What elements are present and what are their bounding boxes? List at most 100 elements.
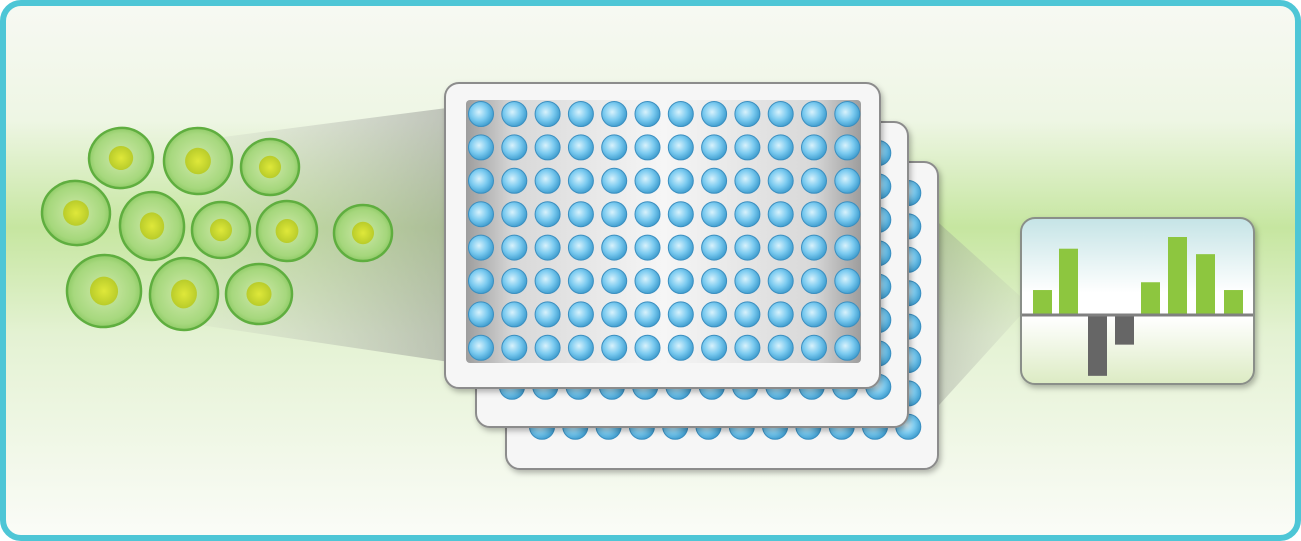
well-icon xyxy=(768,168,793,193)
positive-bar xyxy=(1141,282,1160,315)
well-icon xyxy=(502,168,527,193)
well-icon xyxy=(735,202,760,227)
well-icon xyxy=(568,302,593,327)
well-icon xyxy=(802,335,827,360)
well-icon xyxy=(635,168,660,193)
well-icon xyxy=(835,168,860,193)
well-icon xyxy=(835,135,860,160)
well-icon xyxy=(535,168,560,193)
positive-bar xyxy=(1196,254,1215,315)
well-icon xyxy=(568,269,593,294)
well-icon xyxy=(668,135,693,160)
well-icon xyxy=(635,202,660,227)
well-icon xyxy=(469,235,494,260)
well-icon xyxy=(668,235,693,260)
well-icon xyxy=(502,102,527,127)
well-icon xyxy=(735,302,760,327)
well-icon xyxy=(735,235,760,260)
negative-bar xyxy=(1088,315,1107,376)
well-icon xyxy=(535,102,560,127)
positive-bar xyxy=(1168,237,1187,315)
well-icon xyxy=(802,302,827,327)
nucleus-icon xyxy=(352,222,374,244)
well-icon xyxy=(602,135,627,160)
well-icon xyxy=(635,135,660,160)
well-icon xyxy=(768,135,793,160)
well-icon xyxy=(802,102,827,127)
well-icon xyxy=(768,102,793,127)
well-icon xyxy=(602,202,627,227)
well-icon xyxy=(735,335,760,360)
well-icon xyxy=(635,269,660,294)
well-icon xyxy=(802,135,827,160)
nucleus-icon xyxy=(259,156,281,178)
well-icon xyxy=(735,269,760,294)
well-icon xyxy=(668,202,693,227)
well-icon xyxy=(735,135,760,160)
well-icon xyxy=(469,135,494,160)
well-icon xyxy=(702,269,727,294)
well-icon xyxy=(469,335,494,360)
cell-icon xyxy=(192,202,250,258)
well-icon xyxy=(602,335,627,360)
well-icon xyxy=(835,335,860,360)
well-icon xyxy=(635,302,660,327)
well-icon xyxy=(635,335,660,360)
well-icon xyxy=(535,202,560,227)
well-icon xyxy=(702,135,727,160)
well-icon xyxy=(602,168,627,193)
positive-bar xyxy=(1033,290,1052,315)
well-icon xyxy=(568,168,593,193)
well-icon xyxy=(668,302,693,327)
well-icon xyxy=(835,302,860,327)
positive-bar xyxy=(1059,249,1078,315)
well-icon xyxy=(835,269,860,294)
well-icon xyxy=(668,102,693,127)
well-icon xyxy=(635,235,660,260)
well-icon xyxy=(568,235,593,260)
well-icon xyxy=(835,102,860,127)
well-icon xyxy=(668,168,693,193)
well-icon xyxy=(568,135,593,160)
well-icon xyxy=(702,202,727,227)
well-icon xyxy=(768,335,793,360)
well-icon xyxy=(735,102,760,127)
result-chart-panel xyxy=(1021,218,1254,384)
well-icon xyxy=(602,302,627,327)
well-icon xyxy=(568,102,593,127)
microplate-icon xyxy=(445,83,880,388)
well-icon xyxy=(502,269,527,294)
well-icon xyxy=(502,335,527,360)
nucleus-icon xyxy=(210,219,232,241)
well-icon xyxy=(469,168,494,193)
well-icon xyxy=(535,235,560,260)
well-icon xyxy=(502,202,527,227)
cell-icon xyxy=(226,264,292,324)
well-icon xyxy=(635,102,660,127)
positive-bar xyxy=(1224,290,1243,315)
well-icon xyxy=(835,235,860,260)
well-icon xyxy=(535,269,560,294)
well-icon xyxy=(469,302,494,327)
negative-bar xyxy=(1115,315,1134,345)
well-icon xyxy=(469,102,494,127)
well-icon xyxy=(568,202,593,227)
well-icon xyxy=(768,235,793,260)
well-icon xyxy=(502,235,527,260)
well-icon xyxy=(702,102,727,127)
well-icon xyxy=(668,269,693,294)
well-icon xyxy=(502,302,527,327)
cell-icon xyxy=(241,139,299,195)
well-icon xyxy=(735,168,760,193)
nucleus-icon xyxy=(246,282,271,306)
well-icon xyxy=(535,302,560,327)
cell-icon xyxy=(334,205,392,261)
well-icon xyxy=(602,102,627,127)
well-icon xyxy=(768,302,793,327)
well-icon xyxy=(668,335,693,360)
well-icon xyxy=(702,302,727,327)
well-icon xyxy=(768,202,793,227)
well-icon xyxy=(469,269,494,294)
well-icon xyxy=(802,202,827,227)
well-icon xyxy=(768,269,793,294)
